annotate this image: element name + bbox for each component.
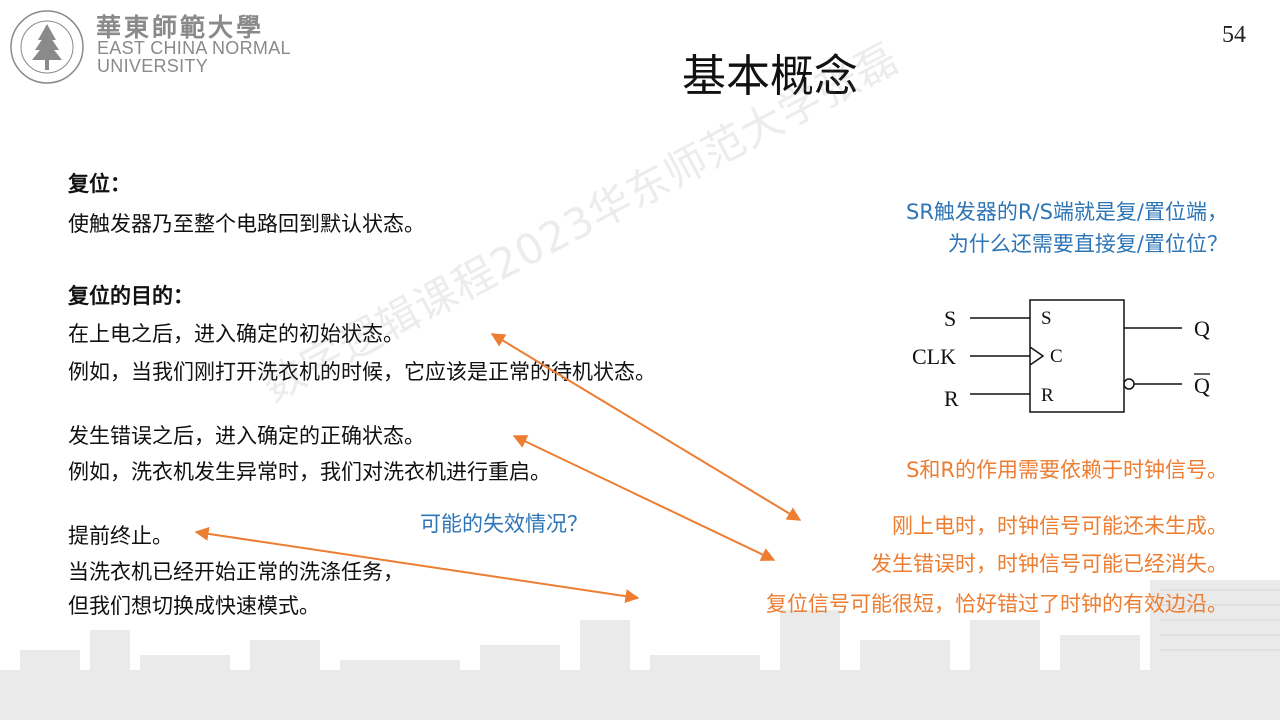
university-logo-icon: [10, 10, 84, 84]
label-input-r: R: [944, 386, 959, 411]
reset-definition: 使触发器乃至整个电路回到默认状态。: [68, 212, 425, 236]
failure-case-1: 刚上电时，时钟信号可能还未生成。: [892, 514, 1228, 538]
pin-label-c: C: [1050, 346, 1063, 367]
slide-title: 基本概念: [682, 51, 858, 102]
university-name-chinese: 華東師範大學: [96, 13, 265, 42]
purpose-3-line1: 提前终止。: [68, 524, 173, 548]
failure-case-2: 发生错误时，时钟信号可能已经消失。: [871, 552, 1228, 576]
campus-background: [0, 580, 1280, 720]
arrow-case1-to-purpose1: [490, 333, 802, 521]
purpose-2-line2: 例如，洗衣机发生异常时，我们对洗衣机进行重启。: [68, 460, 551, 484]
purpose-1-line1: 在上电之后，进入确定的初始状态。: [68, 322, 404, 346]
arrow-case2-to-purpose2: [512, 435, 776, 561]
pin-label-r: R: [1041, 385, 1054, 406]
clock-dependency-note: S和R的作用需要依赖于时钟信号。: [906, 458, 1228, 482]
page-number: 54: [1222, 22, 1246, 48]
flip-flop-box: [1029, 299, 1125, 413]
label-input-clk: CLK: [912, 344, 956, 369]
inversion-bubble-icon: [1123, 378, 1135, 390]
purpose-heading: 复位的目的：: [68, 284, 194, 308]
university-name-english-line1: EAST CHINA NORMAL: [97, 38, 291, 58]
label-output-q: Q: [1194, 316, 1210, 341]
question-line1: SR触发器的R/S端就是复/置位端，: [906, 200, 1228, 224]
purpose-2-line1: 发生错误之后，进入确定的正确状态。: [68, 424, 425, 448]
label-output-qbar: Q: [1194, 373, 1210, 398]
arrow-case3-to-purpose3: [194, 526, 640, 604]
pin-label-s: S: [1041, 308, 1052, 329]
reset-heading: 复位：: [68, 172, 131, 196]
question-line2: 为什么还需要直接复/置位位？: [947, 232, 1228, 256]
university-name-english-line2: UNIVERSITY: [97, 56, 209, 76]
clock-triangle-icon: [1029, 346, 1045, 366]
label-input-s: S: [944, 306, 956, 331]
failure-case-3: 复位信号可能很短，恰好错过了时钟的有效边沿。: [766, 592, 1228, 616]
